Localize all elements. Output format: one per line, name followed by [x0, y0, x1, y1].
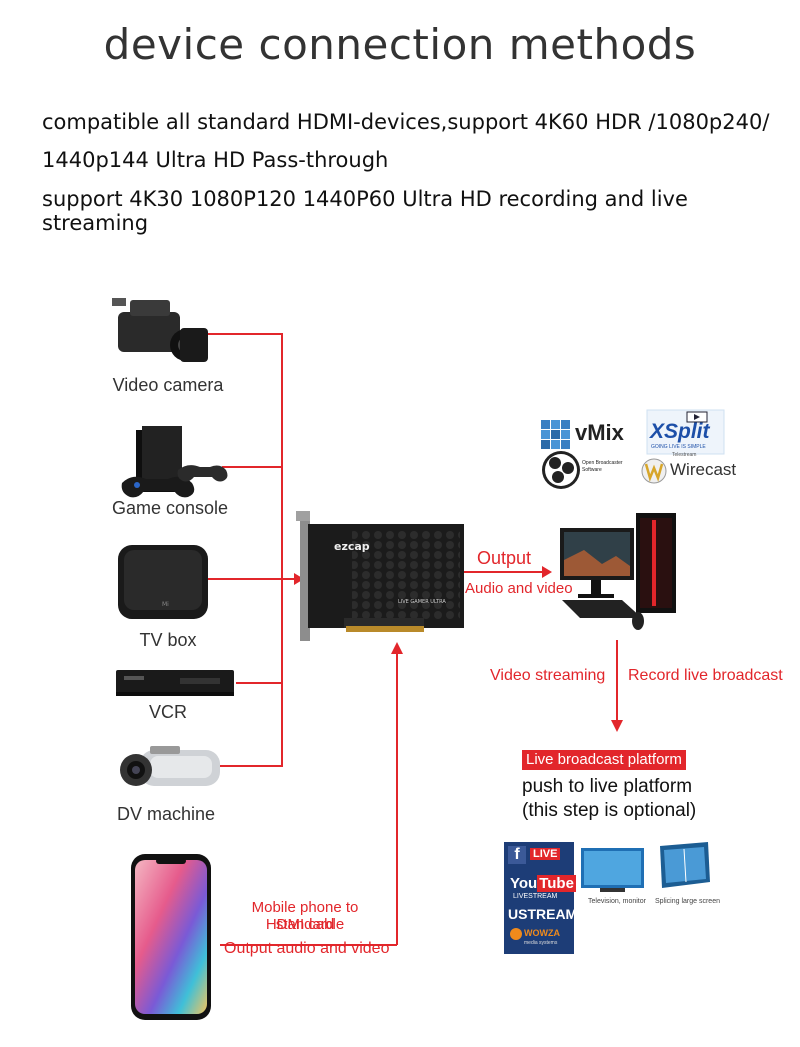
platform-line-1: push to live platform: [522, 776, 693, 797]
connector-to-card: [282, 578, 296, 580]
video-streaming-label: Video streaming: [490, 667, 606, 684]
xsplit-tagline: GOING LIVE IS SIMPLE: [651, 444, 706, 450]
description-line-2: 1440p144 Ultra HD Pass-through: [42, 148, 389, 172]
connector-line-console: [222, 466, 282, 468]
connector-line-dv: [218, 765, 282, 767]
svg-text:LIVE GAMER ULTRA: LIVE GAMER ULTRA: [398, 599, 446, 605]
device-label-vcr: VCR: [148, 702, 187, 722]
obs-label: Open Broadcaster Software: [582, 460, 623, 473]
record-live-label: Record live broadcast: [628, 667, 783, 684]
wirecast-label: Wirecast: [670, 460, 737, 479]
obs-icon: [542, 451, 580, 489]
connector-bus: [281, 333, 283, 767]
fb-live-label: LIVE: [530, 848, 561, 860]
device-label-console: Game console: [111, 498, 229, 518]
phone-arrowhead: [391, 642, 403, 654]
device-label-camera: Video camera: [112, 375, 224, 395]
connector-line-vcr: [236, 682, 282, 684]
output-subtitle: Audio and video: [465, 580, 573, 597]
output-arrowhead: [542, 566, 552, 578]
platform-badge: Live broadcast platform: [522, 750, 686, 770]
phone-label-1: Mobile phone to standard: [251, 899, 359, 933]
card-brand-text: ezcap: [334, 540, 370, 553]
livestream-label: LIVESTREAM: [513, 893, 558, 900]
arrow-into-card: [294, 573, 304, 585]
wirecast-brand: Telestream: [672, 452, 697, 458]
xsplit-label: XSplit: [650, 420, 710, 443]
description-line-3: support 4K30 1080P120 1440P60 Ultra HD r…: [42, 187, 688, 235]
device-label-tvbox: TV box: [139, 630, 197, 650]
page-title: device connection methods: [103, 20, 697, 69]
phone-label-3: Output audio and video: [224, 940, 390, 957]
device-label-dv: DV machine: [116, 804, 216, 824]
wowza-icon: [510, 928, 522, 940]
connector-line-camera: [208, 333, 282, 335]
ustream-label: USTREAM: [508, 906, 578, 922]
wowza-label: WOWZA: [524, 928, 560, 938]
description-line-1: compatible all standard HDMI-devices,sup…: [42, 110, 770, 134]
wirecast-icon: [644, 463, 664, 482]
pc-down-arrowhead: [611, 720, 623, 732]
connector-line-tvbox: [208, 578, 282, 580]
platform-line-2: (this step is optional): [522, 800, 697, 821]
splice-caption: Splicing large screen: [655, 898, 720, 905]
vmix-icon: [541, 420, 570, 449]
tv-caption: Television, monitor: [588, 898, 646, 905]
phone-label-2: HDMI cable: [265, 916, 345, 933]
vmix-label: vMix: [575, 420, 624, 445]
svg-text:Mi: Mi: [162, 601, 169, 608]
output-title: Output: [477, 548, 532, 568]
wowza-sub-label: media systems: [524, 940, 558, 946]
facebook-icon: f: [508, 846, 526, 864]
